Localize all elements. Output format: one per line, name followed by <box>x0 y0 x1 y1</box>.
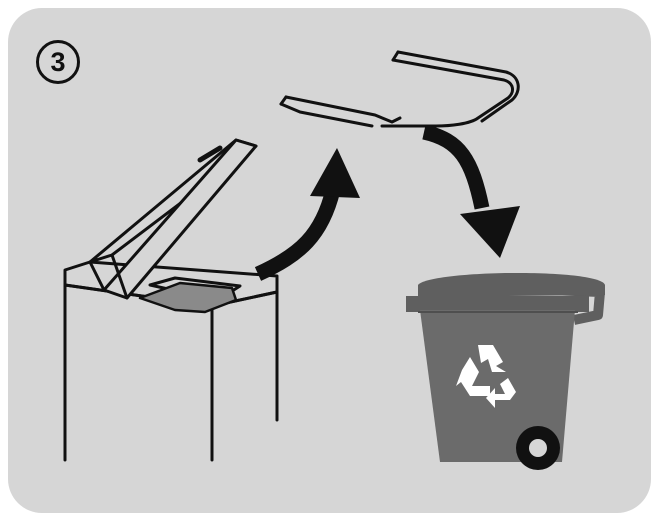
curved-arrow-up-icon <box>254 148 360 281</box>
recycle-icon <box>456 345 516 408</box>
seated-filter-icon <box>138 281 238 314</box>
lint-filter-icon <box>279 50 520 128</box>
step-number-badge: 3 <box>36 40 80 84</box>
curved-arrow-down-icon <box>422 124 520 258</box>
recycling-bin-icon <box>406 272 605 470</box>
